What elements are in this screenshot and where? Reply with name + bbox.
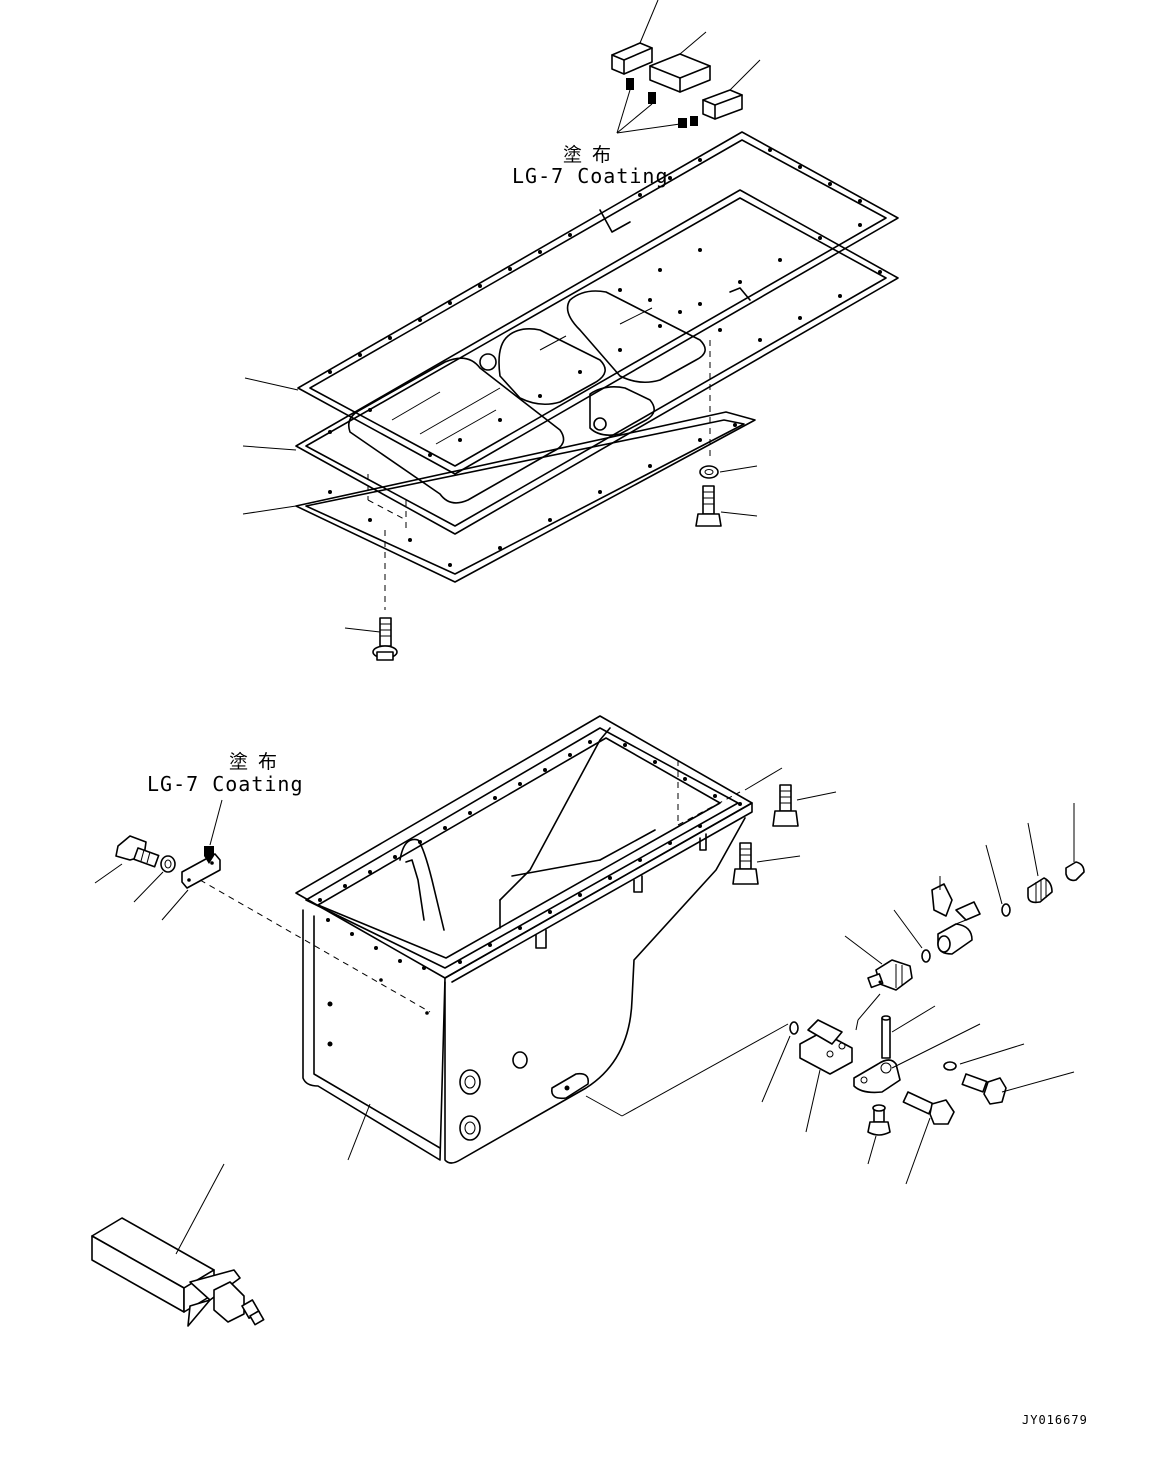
mounting-block — [799, 1019, 853, 1075]
screw-2 — [648, 92, 656, 104]
top-coating-en-label: LG-7 Coating — [512, 164, 669, 188]
separator-plate — [295, 189, 899, 535]
top-coating-jp-label: 塗布 — [563, 144, 622, 166]
gasket-top — [297, 131, 899, 475]
oil-pan — [295, 715, 753, 1164]
drawing-code: JY016679 — [1022, 1413, 1088, 1427]
drain-plug — [867, 1104, 891, 1136]
washer-left — [160, 855, 176, 873]
spacer-block-2 — [649, 53, 711, 93]
screw-4 — [690, 116, 698, 126]
pan-bolt-2 — [732, 842, 759, 885]
mid-coating-jp-label: 塗布 — [229, 751, 288, 773]
o-ring-3 — [789, 1021, 799, 1035]
spacer-block-3 — [702, 89, 743, 120]
bolt-right-1 — [961, 1073, 1007, 1105]
plug-1 — [1065, 861, 1085, 882]
mid-coating-en-label: LG-7 Coating — [147, 772, 304, 796]
screw-3 — [678, 118, 687, 128]
washer — [699, 465, 719, 479]
bolt-gasket-right — [695, 485, 722, 527]
bolt-right-2 — [902, 1091, 955, 1125]
o-ring-1 — [1001, 903, 1011, 917]
installer-tool — [91, 1217, 265, 1327]
bolt-left — [115, 835, 160, 868]
o-ring-2 — [921, 949, 931, 963]
flange-bracket — [853, 1059, 901, 1094]
adapter — [1027, 877, 1053, 904]
screw-1 — [626, 78, 634, 90]
drain-valve — [931, 883, 981, 955]
flange-holes — [318, 740, 742, 970]
pan-bolt-1 — [772, 784, 799, 827]
bolt-gasket-left — [372, 617, 398, 661]
spacer-block-1 — [611, 42, 653, 75]
pin — [881, 1015, 891, 1059]
gasket-bottom — [295, 411, 756, 583]
cover-plate — [181, 846, 221, 889]
sensor-fitting — [867, 959, 913, 991]
gasket-holes — [328, 148, 882, 567]
washer-right — [943, 1061, 957, 1071]
